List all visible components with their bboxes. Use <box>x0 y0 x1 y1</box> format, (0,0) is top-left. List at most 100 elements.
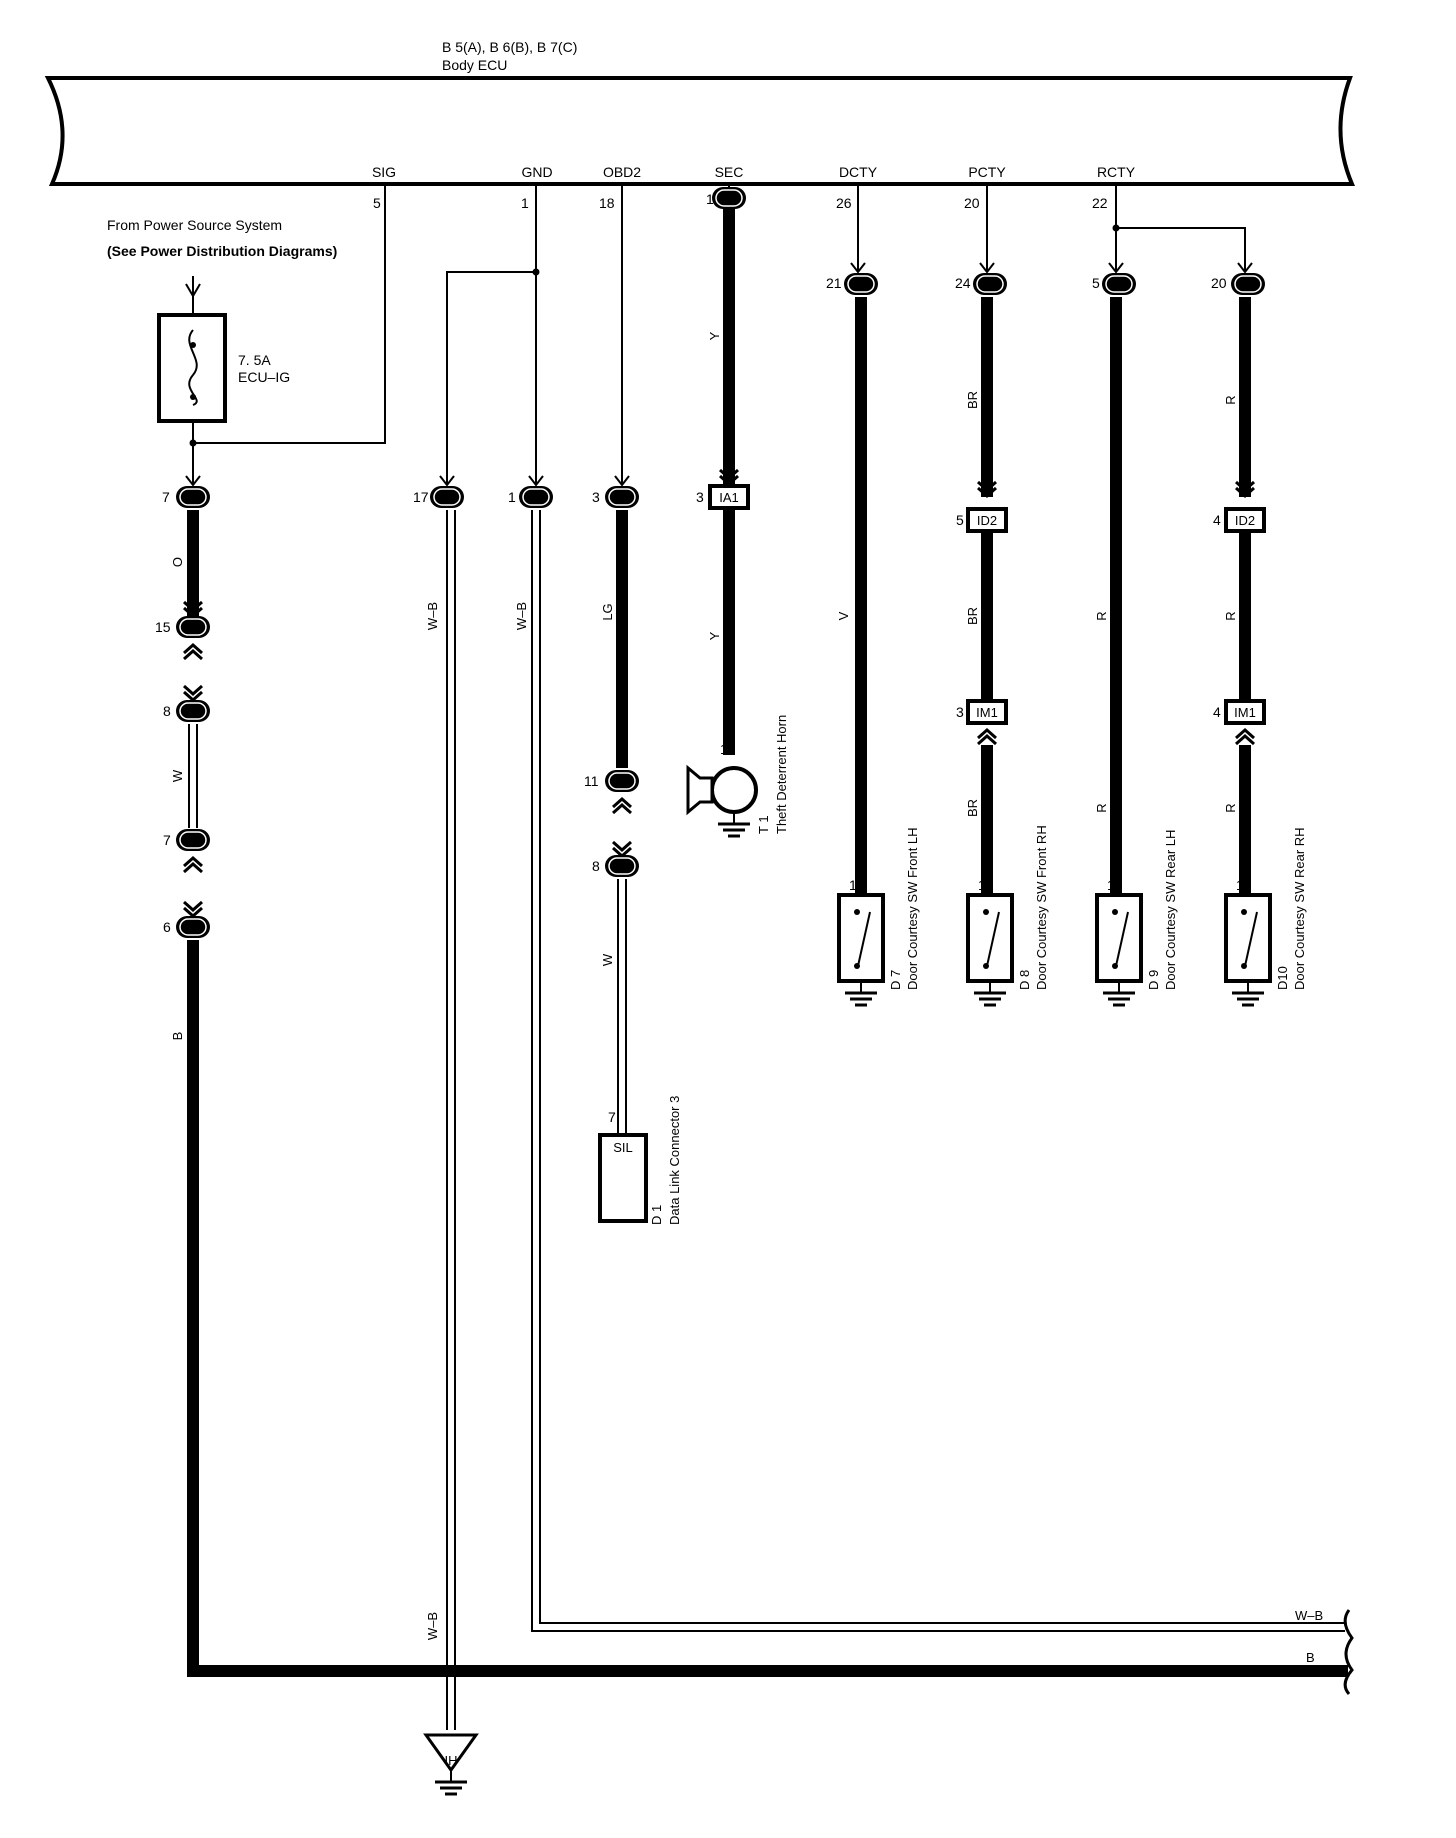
wire-label-r5: R <box>1223 803 1238 812</box>
pin-obd2: 18 <box>599 195 615 211</box>
pin-5l-a: 8 <box>163 703 171 719</box>
pin-id2-a: 5 <box>956 512 964 528</box>
pin-1l-a: 7 <box>162 489 170 505</box>
pin-dcty: 26 <box>836 195 852 211</box>
wire-label-r2: R <box>1094 803 1109 812</box>
arrow-down-icon <box>1237 262 1253 274</box>
d10-pin: 1 <box>1236 877 1244 893</box>
fuse-rating: 7. 5A <box>238 352 271 368</box>
conn-1d-a: 1D <box>853 276 870 291</box>
conn-5l-b: 5L <box>186 833 200 848</box>
conn-im1-b: IM1 <box>1234 705 1256 720</box>
conn-1d-c: 1D <box>1111 276 1128 291</box>
d8-pin: 1 <box>978 877 986 893</box>
ground-triangle-icon <box>423 1733 479 1773</box>
power-line2: (See Power Distribution Diagrams) <box>107 243 337 259</box>
wire-label-wb-2: W–B <box>514 602 529 630</box>
wire-label-y2: Y <box>707 631 722 640</box>
d8-ref: D 8 <box>1017 970 1032 990</box>
pin-1l-b: 3 <box>592 489 600 505</box>
pin-ia1: 3 <box>696 489 704 505</box>
conn-5h-b: 5H <box>614 774 631 789</box>
chevron-up-icon <box>977 733 997 746</box>
door-switch-icon <box>1095 893 1143 983</box>
dlc-pin: 7 <box>608 1109 616 1125</box>
d7-name: Door Courtesy SW Front LH <box>905 827 920 990</box>
chevron-up-icon <box>183 648 203 661</box>
ground-ih-label: IH <box>445 1753 458 1768</box>
connector-im1-a <box>966 699 1008 725</box>
conn-im1-a: IM1 <box>976 705 998 720</box>
door-switch-icon <box>837 893 885 983</box>
ecu-ref: B 5(A), B 6(B), B 7(C) <box>442 39 577 55</box>
wire-wb-bus <box>531 510 1345 1632</box>
chevron-up-icon <box>977 727 997 740</box>
chevron-up-icon <box>612 802 632 815</box>
pin-1d-d: 20 <box>1211 275 1227 291</box>
body-ecu: B 5(A), B 6(B), B 7(C) Body ECU <box>44 39 1356 186</box>
pin-gnd: 1 <box>521 195 529 211</box>
arrow-down-icon <box>185 283 201 298</box>
pin-im1-a: 3 <box>956 704 964 720</box>
arrow-down-icon <box>1108 262 1124 274</box>
conn-1l-b: 1L <box>615 490 629 505</box>
pin-5h-b: 11 <box>584 773 599 789</box>
connector-labels: 7 1L 15 5H 8 5L 7 5L 6 5I 17 1E 1 1O 3 1… <box>155 191 1256 935</box>
conn-5l-a: 5L <box>186 704 200 719</box>
horn-pin: 1 <box>720 741 728 757</box>
conn-1o: 1O <box>527 490 544 505</box>
pin-sec: 1 <box>706 191 714 207</box>
door-switch-icon <box>1224 893 1272 983</box>
terminal-rcty: RCTY <box>1097 164 1136 180</box>
conn-1d-b: 1D <box>982 276 999 291</box>
pin-pcty: 20 <box>964 195 980 211</box>
arrow-down-icon <box>614 475 630 487</box>
conn-1l-a: 1L <box>186 490 200 505</box>
conn-id2-a: ID2 <box>977 513 997 528</box>
wire-wb-bus <box>539 510 1345 1624</box>
conn-5h-a: 5H <box>185 620 202 635</box>
wire-label-w: W <box>170 769 185 782</box>
conn-sec: B <box>725 191 734 206</box>
pin-5m: 8 <box>592 858 600 874</box>
terminal-pcty: PCTY <box>968 164 1006 180</box>
pin-5l-b: 7 <box>163 832 171 848</box>
horn-name: Theft Deterrent Horn <box>774 715 789 834</box>
wire-label-wb-1: W–B <box>425 602 440 630</box>
d9-pin: 1 <box>1107 877 1115 893</box>
pin-im1-b: 4 <box>1213 704 1221 720</box>
pin-5h-a: 15 <box>155 619 171 635</box>
horn-icon <box>710 766 758 814</box>
wire-label-y1: Y <box>707 331 722 340</box>
conn-5m: 5M <box>613 859 631 874</box>
wire-label-o: O <box>170 557 185 567</box>
d10-ref: D10 <box>1275 966 1290 990</box>
conn-id2-b: ID2 <box>1235 513 1255 528</box>
horn-ref: T 1 <box>756 815 771 834</box>
arrow-down-icon <box>185 475 201 487</box>
power-line1: From Power Source System <box>107 217 282 233</box>
conn-5i: 5I <box>188 920 199 935</box>
chevron-down-icon <box>183 900 203 913</box>
break-icon <box>1343 1609 1354 1696</box>
terminal-gnd: GND <box>521 164 552 180</box>
wire-label-wb-3: W–B <box>425 1612 440 1640</box>
wire-label-br3: BR <box>965 799 980 817</box>
conn-1e: 1E <box>439 490 455 505</box>
fuse-icon <box>188 329 198 406</box>
wire-sig <box>193 184 386 444</box>
pin-5i: 6 <box>163 919 171 935</box>
ecu-terminals: SIG GND OBD2 SEC DCTY PCTY RCTY 5 1 18 1… <box>372 164 1136 211</box>
power-source: From Power Source System (See Power Dist… <box>107 217 337 315</box>
terminal-obd2: OBD2 <box>603 164 641 180</box>
wire-b-bus <box>187 1664 1348 1677</box>
arrow-down-icon <box>439 475 455 487</box>
arrow-down-icon <box>979 262 995 274</box>
chevron-up-icon <box>183 855 203 868</box>
fuse-name: ECU–IG <box>238 369 290 385</box>
pin-1d-a: 21 <box>826 275 842 291</box>
data-link-connector-icon <box>598 1133 648 1223</box>
door-switch-icon <box>966 893 1014 983</box>
d10-name: Door Courtesy SW Rear RH <box>1292 827 1307 990</box>
component-labels: 1 T 1 Theft Deterrent Horn 7 SIL D 1 Dat… <box>445 715 1324 1768</box>
